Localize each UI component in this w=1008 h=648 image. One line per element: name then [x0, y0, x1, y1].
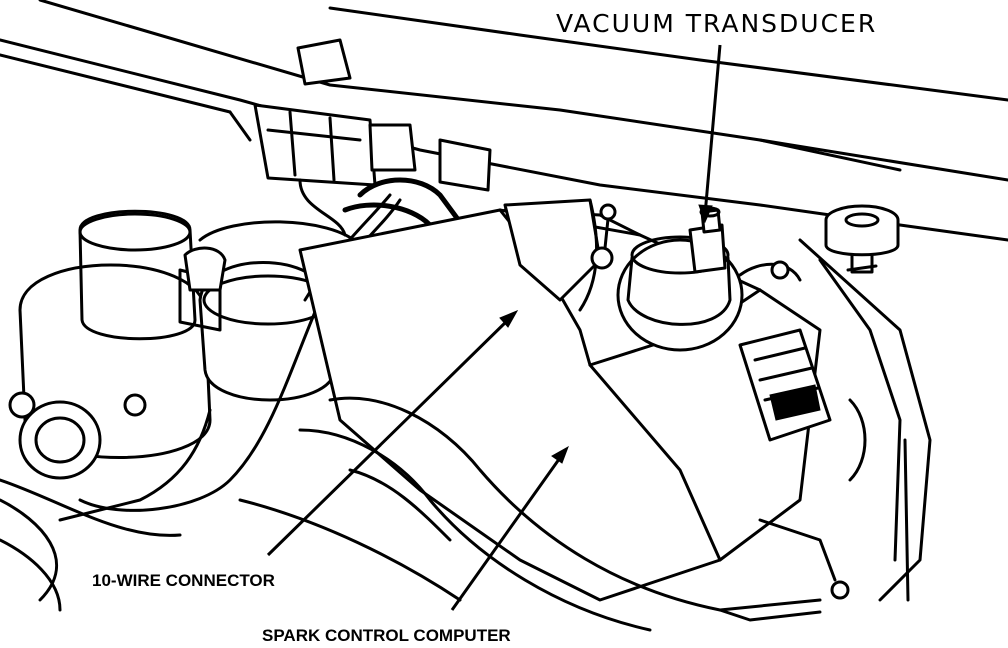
computer-connector-block: [738, 260, 832, 442]
leader-ten-wire-connector: [266, 316, 512, 557]
ignition-coil: [8, 209, 212, 480]
label-ten-wire-connector: 10-WIRE CONNECTOR: [92, 571, 275, 590]
hood-bumper: [824, 204, 900, 274]
leader-vacuum-transducer: [703, 44, 722, 216]
radiator-support: [758, 238, 932, 602]
lower-hose: [238, 396, 822, 632]
leader-lines: [266, 44, 722, 611]
label-vacuum-transducer: VACUUM TRANSDUCER: [556, 9, 877, 38]
fender-panel: [0, 0, 1008, 242]
label-spark-control-computer: SPARK CONTROL COMPUTER: [262, 626, 511, 645]
vacuum-transducer: [616, 206, 744, 352]
relay-block: [253, 103, 492, 237]
leader-spark-control-computer: [450, 454, 564, 611]
